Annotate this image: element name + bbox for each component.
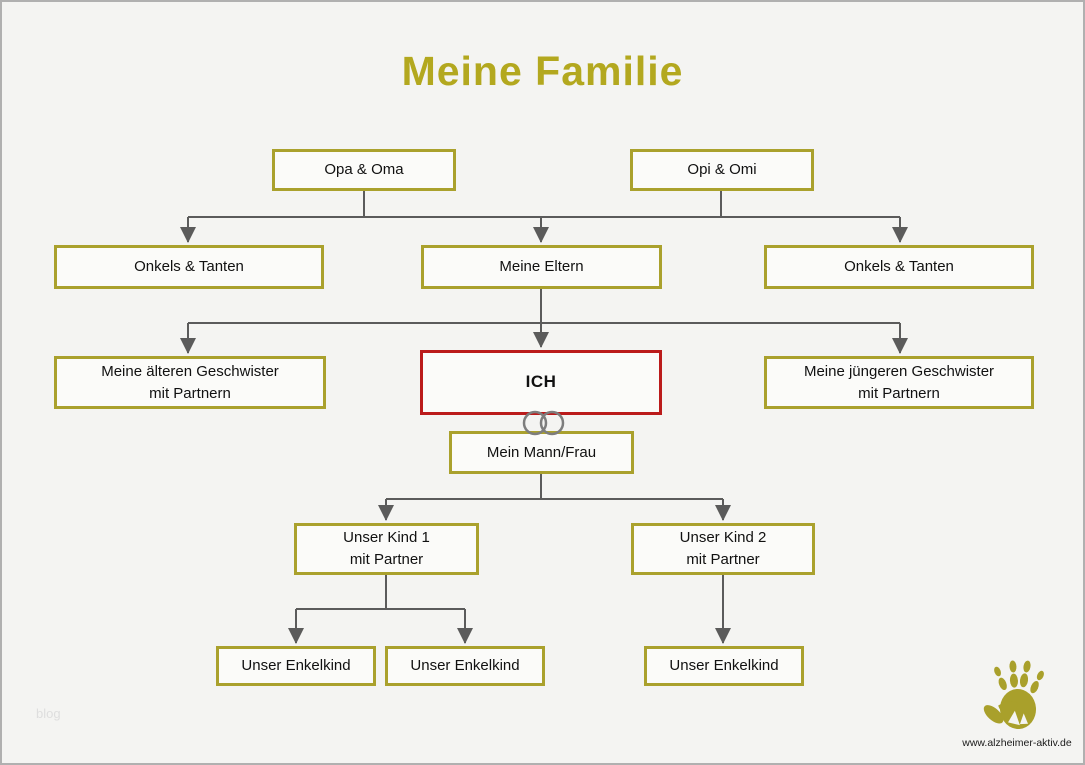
website-label: www.alzheimer-aktiv.de — [962, 737, 1072, 749]
node-enkelkind-3: Unser Enkelkind — [644, 646, 804, 686]
node-label: Opi & Omi — [687, 161, 757, 179]
node-aeltere-geschwister: Meine älteren Geschwister mit Partnern — [54, 356, 326, 409]
node-enkelkind-1: Unser Enkelkind — [216, 646, 376, 686]
node-label: Unser Kind 2 mit Partner — [679, 529, 767, 568]
node-label: Unser Enkelkind — [241, 657, 351, 675]
node-enkelkind-2: Unser Enkelkind — [385, 646, 545, 686]
node-label: Unser Enkelkind — [669, 657, 779, 675]
node-onkels-tanten-links: Onkels & Tanten — [54, 245, 324, 289]
node-label: Opa & Oma — [324, 161, 404, 179]
node-juengere-geschwister: Meine jüngeren Geschwister mit Partnern — [764, 356, 1034, 409]
node-label: ICH — [525, 372, 557, 392]
node-label: Unser Kind 1 mit Partner — [343, 529, 430, 568]
node-ich: ICH — [420, 350, 662, 415]
node-kind-1: Unser Kind 1 mit Partner — [294, 523, 479, 575]
node-opa-oma: Opa & Oma — [272, 149, 456, 191]
node-label: Onkels & Tanten — [134, 258, 244, 276]
blog-watermark: blog — [36, 706, 61, 721]
node-mann-frau: Mein Mann/Frau — [449, 431, 634, 474]
node-label: Meine Eltern — [499, 258, 584, 276]
node-label: Meine jüngeren Geschwister mit Partnern — [803, 362, 995, 402]
node-meine-eltern: Meine Eltern — [421, 245, 662, 289]
node-opi-omi: Opi & Omi — [630, 149, 814, 191]
node-label: Mein Mann/Frau — [486, 443, 597, 461]
node-kind-2: Unser Kind 2 mit Partner — [631, 523, 815, 575]
node-label: Onkels & Tanten — [844, 258, 954, 276]
node-label: Meine älteren Geschwister mit Partnern — [101, 362, 279, 402]
page-title: Meine Familie — [401, 48, 684, 94]
node-onkels-tanten-rechts: Onkels & Tanten — [764, 245, 1034, 289]
handprint-icon — [983, 660, 1044, 729]
node-label: Unser Enkelkind — [410, 657, 520, 675]
